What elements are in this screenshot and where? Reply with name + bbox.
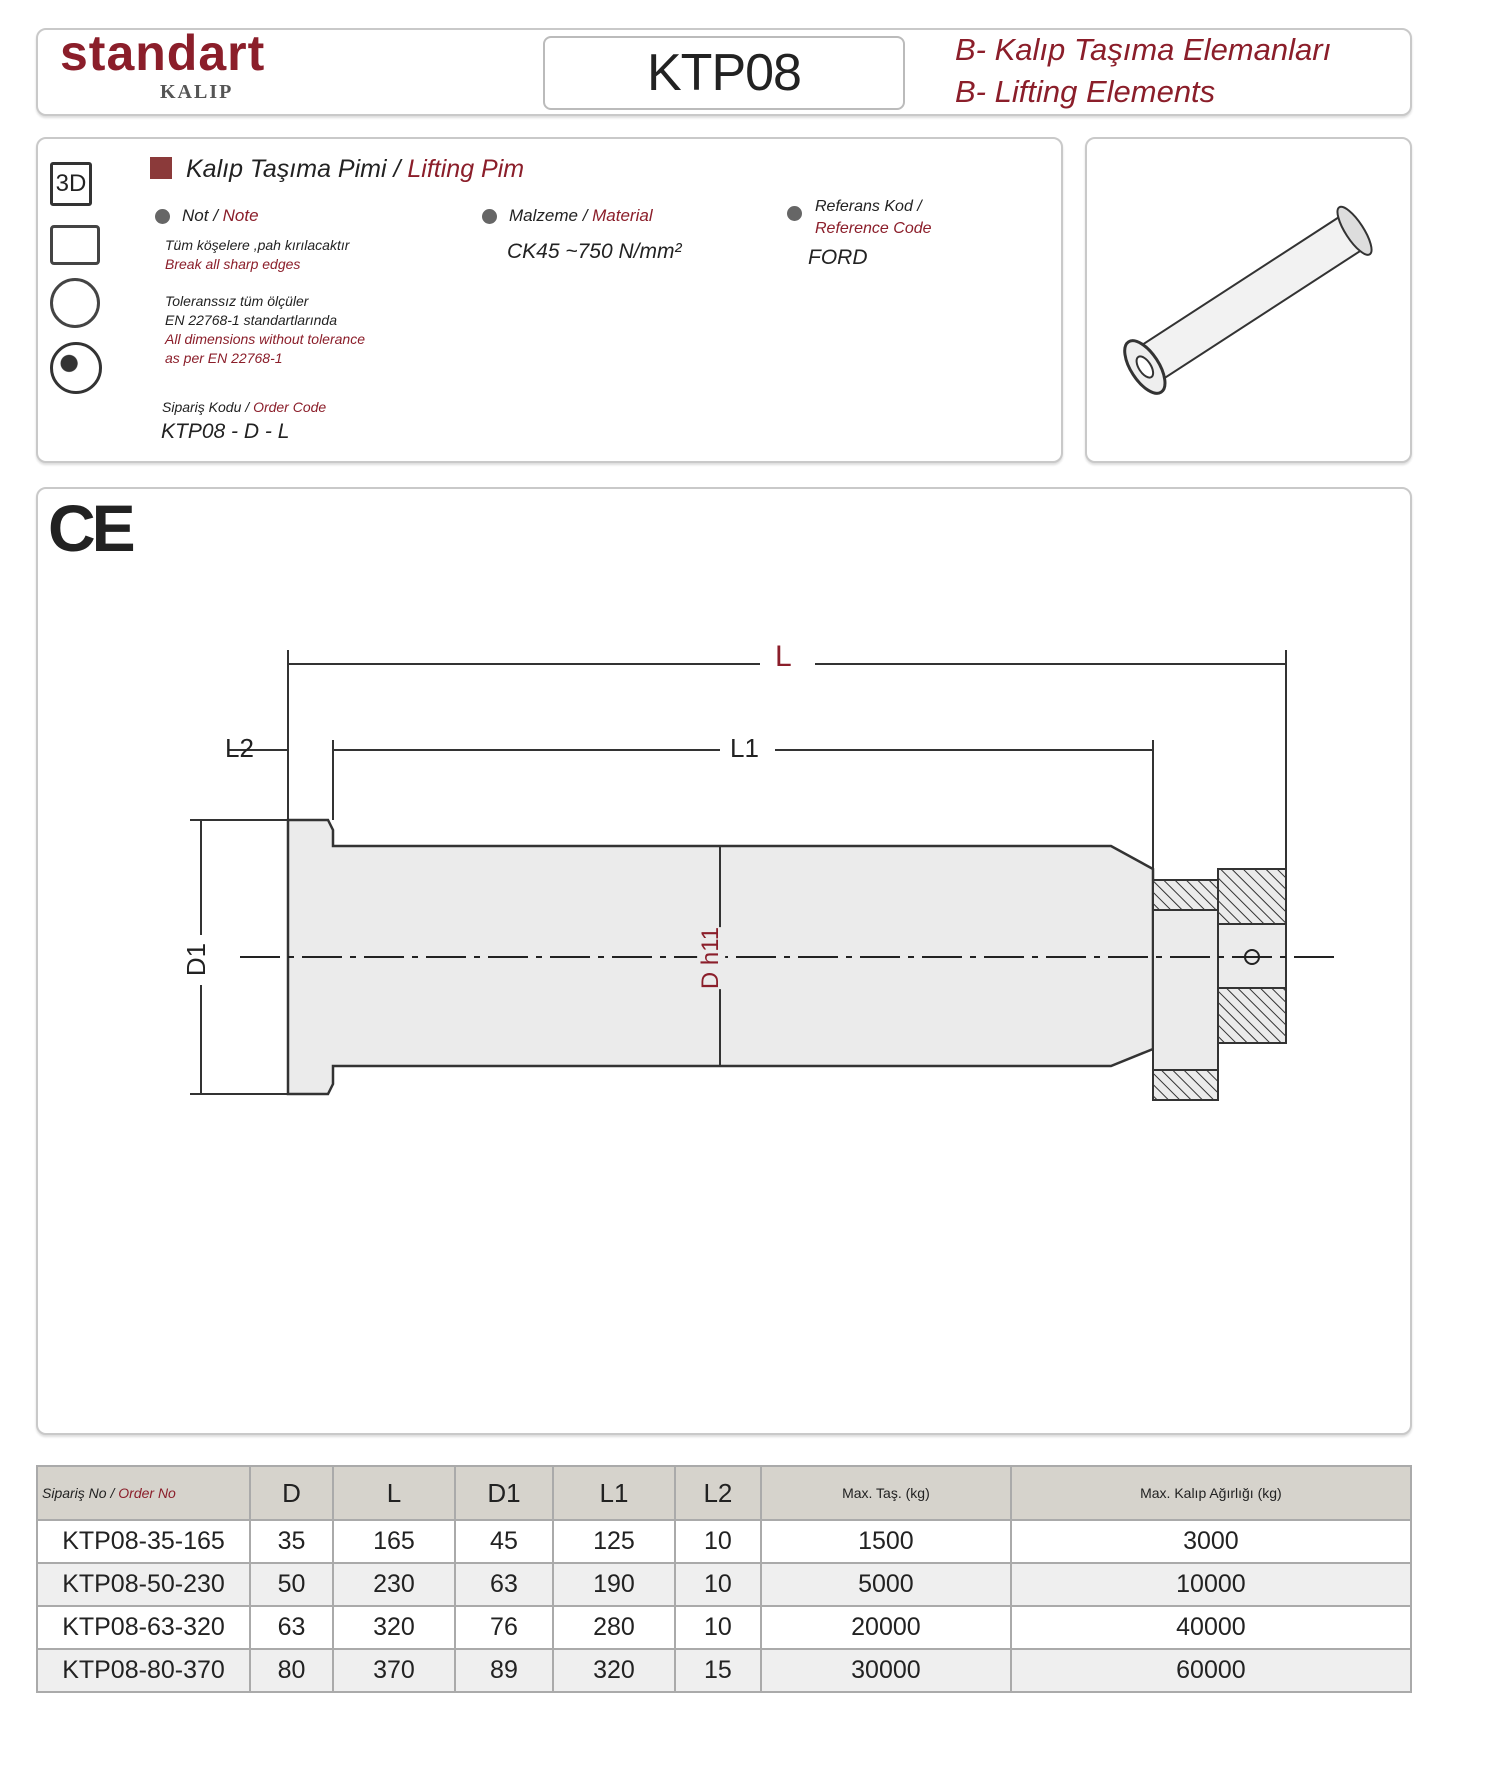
logo-text: standart <box>60 25 266 81</box>
table-cell: 76 <box>453 1605 555 1650</box>
category-tr: B- Kalıp Taşıma Elemanları <box>955 32 1332 67</box>
header-order-tr: Sipariş No <box>42 1484 107 1501</box>
material-en: Material <box>592 206 653 225</box>
table-cell: 63 <box>453 1562 555 1607</box>
table-cell: 280 <box>552 1605 676 1650</box>
dimensions-table: Sipariş No / Order No D L D1 L1 L2 Max. … <box>36 1465 1413 1693</box>
dim-label-D: D h11 <box>697 926 726 990</box>
table-cell: 190 <box>552 1562 676 1607</box>
dim-label-L2: L2 <box>225 733 254 763</box>
table-cell: 45 <box>453 1519 555 1564</box>
table-cell: 320 <box>332 1605 456 1650</box>
globe-icon <box>50 342 102 394</box>
table-cell: 15 <box>673 1648 763 1693</box>
header-order-en: Order No <box>118 1484 176 1501</box>
order-code-en: Order Code <box>253 399 327 415</box>
info-box <box>36 137 1063 463</box>
pin-nut <box>1152 879 1219 1101</box>
table-cell: 10000 <box>1009 1562 1413 1607</box>
technical-drawing <box>190 650 1340 1101</box>
table-cell: 60000 <box>1009 1648 1413 1693</box>
dim-label-L1: L1 <box>730 733 759 763</box>
col-d: D <box>248 1465 335 1521</box>
table-cell: 230 <box>332 1562 456 1607</box>
title-square-icon <box>150 157 172 179</box>
col-d1: D1 <box>453 1465 555 1521</box>
header-box <box>36 28 1412 116</box>
note2-tr2: EN 22768-1 standartlarında <box>165 312 337 328</box>
col-l1: L1 <box>552 1465 676 1521</box>
col-max-kalip: Max. Kalıp Ağırlığı (kg) <box>1009 1465 1413 1521</box>
table-cell: 5000 <box>760 1562 1012 1607</box>
table-cell: 1500 <box>760 1519 1012 1564</box>
dim-label-L: L <box>775 640 792 673</box>
table-cell: 370 <box>332 1648 456 1693</box>
reference-en: Reference Code <box>815 220 932 237</box>
reference-label: Referans Kod / Reference Code <box>815 196 932 240</box>
title-tr: Kalıp Taşıma Pimi <box>186 155 387 183</box>
table-cell: 165 <box>332 1519 456 1564</box>
dim-label-D1: D1 <box>181 942 212 977</box>
material-value: CK45 ~750 N/mm² <box>507 240 682 263</box>
col-order-no: Sipariş No / Order No <box>36 1465 251 1521</box>
category-en: B- Lifting Elements <box>955 74 1216 109</box>
table-cell: 125 <box>552 1519 676 1564</box>
ce-mark: CE <box>48 491 136 565</box>
reference-tr: Referans Kod / <box>815 198 922 215</box>
note-label: Not / Note <box>155 206 259 226</box>
table-cell: 10 <box>673 1562 763 1607</box>
note-en: Note <box>222 206 259 225</box>
title-en: Lifting Pim <box>407 155 525 183</box>
material-tr: Malzeme <box>509 206 578 225</box>
table-cell: 10 <box>673 1605 763 1650</box>
cad-icon <box>50 225 100 265</box>
3d-icon: 3D <box>50 162 92 206</box>
bullet-icon <box>787 206 802 221</box>
table-cell: KTP08-50-230 <box>36 1562 251 1607</box>
order-code-value: KTP08 - D - L <box>161 420 290 443</box>
title-sep: / <box>386 155 408 183</box>
table-cell: 35 <box>248 1519 335 1564</box>
table-cell: KTP08-63-320 <box>36 1605 251 1650</box>
info-title: Kalıp Taşıma Pimi / Lifting Pim <box>150 155 524 184</box>
bullet-icon <box>482 209 497 225</box>
table-cell: 50 <box>248 1562 335 1607</box>
note2-tr1: Toleranssız tüm ölçüler <box>165 293 309 309</box>
table-cell: 10 <box>673 1519 763 1564</box>
col-l2: L2 <box>673 1465 763 1521</box>
note2-en2: as per EN 22768-1 <box>165 350 283 366</box>
note1-tr: Tüm köşelere ,pah kırılacaktır <box>165 237 350 253</box>
table-cell: KTP08-35-165 <box>36 1519 251 1564</box>
brand-logo: standart KALIP <box>60 25 360 110</box>
product-code: KTP08 <box>543 36 905 110</box>
machining-icon <box>50 278 100 328</box>
bullet-icon <box>155 209 170 225</box>
col-max-tas: Max. Taş. (kg) <box>760 1465 1012 1521</box>
table-cell: KTP08-80-370 <box>36 1648 251 1693</box>
note1-en: Break all sharp edges <box>165 256 301 272</box>
table-cell: 63 <box>248 1605 335 1650</box>
col-l: L <box>332 1465 456 1521</box>
table-cell: 89 <box>453 1648 555 1693</box>
note-tr: Not <box>182 206 209 225</box>
table-cell: 40000 <box>1009 1605 1413 1650</box>
product-image <box>1123 205 1373 395</box>
table-cell: 3000 <box>1009 1519 1413 1564</box>
table-cell: 20000 <box>760 1605 1012 1650</box>
material-label: Malzeme / Material <box>482 206 653 226</box>
table-cell: 320 <box>552 1648 676 1693</box>
order-code-tr: Sipariş Kodu <box>162 399 242 415</box>
table-cell: 80 <box>248 1648 335 1693</box>
table-cell: 30000 <box>760 1648 1012 1693</box>
note2-en1: All dimensions without tolerance <box>165 331 365 347</box>
logo-subtext: KALIP <box>160 81 234 103</box>
reference-value: FORD <box>808 246 868 269</box>
